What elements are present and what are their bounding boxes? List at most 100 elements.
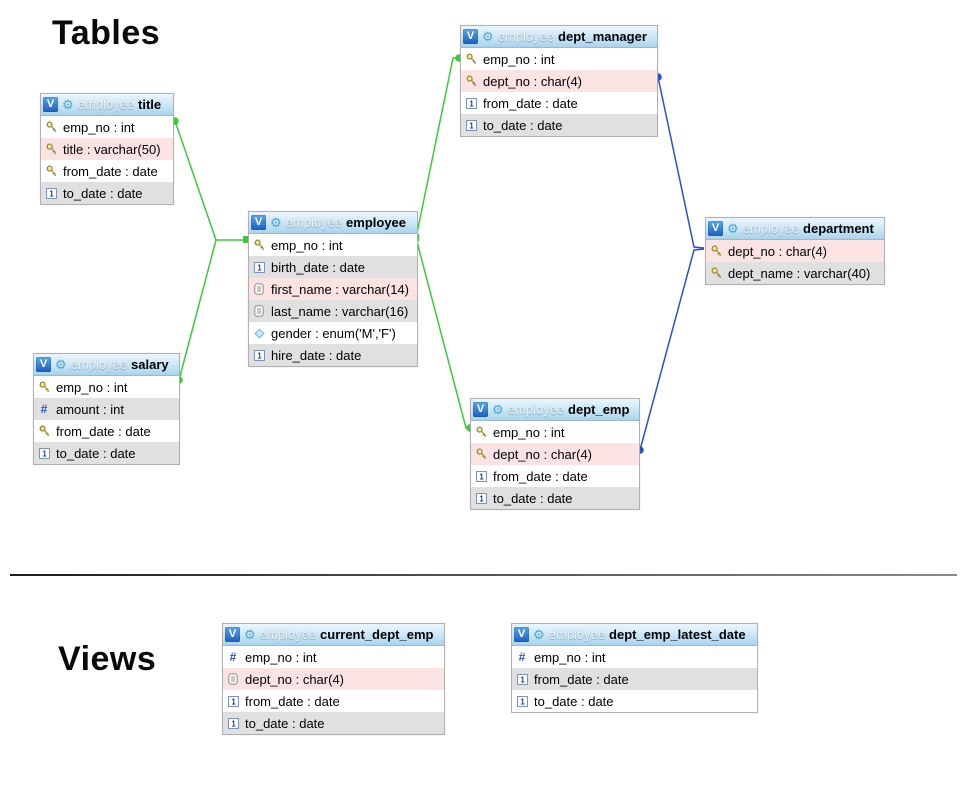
table-name: salary [131, 357, 169, 372]
table-name: current_dept_emp [320, 627, 434, 642]
column-text: emp_no : int [493, 424, 565, 440]
table-name: dept_manager [558, 29, 647, 44]
svg-text:1: 1 [520, 675, 525, 684]
calendar-icon: 1 [38, 447, 50, 459]
calendar-icon: 1 [227, 695, 239, 707]
column-row[interactable]: last_name : varchar(16) [249, 300, 417, 322]
table-name: title [138, 97, 162, 112]
column-row[interactable]: dept_no : char(4) [461, 70, 657, 92]
svg-text:1: 1 [231, 697, 236, 706]
column-row[interactable]: emp_no : int [461, 48, 657, 70]
column-row[interactable]: from_date : date [34, 420, 179, 442]
column-text: emp_no : int [271, 237, 343, 253]
column-row[interactable]: emp_no : int [41, 116, 173, 138]
view-badge-icon: V [463, 29, 478, 44]
column-row[interactable]: #amount : int [34, 398, 179, 420]
calendar-icon: 1 [253, 261, 265, 273]
text-icon [227, 673, 239, 685]
column-text: amount : int [56, 401, 124, 417]
column-row[interactable]: from_date : date [41, 160, 173, 182]
column-text: emp_no : int [56, 379, 128, 395]
calendar-icon: 1 [475, 492, 487, 504]
column-text: from_date : date [534, 671, 629, 687]
schema-name: employee [259, 627, 317, 642]
relationship-line [639, 248, 705, 451]
calendar-icon: 1 [475, 470, 487, 482]
column-row[interactable]: title : varchar(50) [41, 138, 173, 160]
column-row[interactable]: emp_no : int [249, 234, 417, 256]
column-text: emp_no : int [245, 649, 317, 665]
calendar-icon: 1 [465, 119, 477, 131]
svg-text:1: 1 [479, 494, 484, 503]
column-row[interactable]: #emp_no : int [512, 646, 757, 668]
relationship-line [415, 237, 470, 429]
schema-name: employee [742, 221, 800, 236]
column-text: dept_no : char(4) [483, 73, 583, 89]
svg-text:1: 1 [257, 263, 262, 272]
calendar-icon: 1 [45, 187, 57, 199]
column-row[interactable]: emp_no : int [471, 421, 639, 443]
relationship-line [174, 120, 246, 241]
column-row[interactable]: gender : enum('M','F') [249, 322, 417, 344]
schema-name: employee [507, 402, 565, 417]
column-text: title : varchar(50) [63, 141, 161, 157]
column-row[interactable]: emp_no : int [34, 376, 179, 398]
column-text: birth_date : date [271, 259, 365, 275]
view-badge-icon: V [473, 402, 488, 417]
column-row[interactable]: #emp_no : int [223, 646, 444, 668]
table-name: employee [346, 215, 407, 230]
column-row[interactable]: dept_no : char(4) [471, 443, 639, 465]
column-text: first_name : varchar(14) [271, 281, 409, 297]
table-name: dept_emp_latest_date [609, 627, 746, 642]
column-row[interactable]: dept_no : char(4) [223, 668, 444, 690]
key-icon [465, 75, 477, 87]
column-text: emp_no : int [63, 119, 135, 135]
gear-icon: ⚙ [62, 97, 74, 112]
key-icon [45, 143, 57, 155]
calendar-icon: 1 [253, 349, 265, 361]
column-row[interactable]: dept_name : varchar(40) [706, 262, 884, 284]
column-text: emp_no : int [483, 51, 555, 67]
connector-square [243, 236, 250, 243]
column-row[interactable]: first_name : varchar(14) [249, 278, 417, 300]
column-text: to_date : date [245, 715, 325, 731]
view-badge-icon: V [36, 357, 51, 372]
column-row[interactable]: 1 from_date : date [512, 668, 757, 690]
column-text: from_date : date [483, 95, 578, 111]
key-icon [45, 165, 57, 177]
numeric-icon: # [518, 650, 526, 664]
column-row[interactable]: 1 birth_date : date [249, 256, 417, 278]
column-text: from_date : date [56, 423, 151, 439]
section-divider [10, 574, 957, 576]
relationship-line [415, 57, 458, 239]
column-row[interactable]: 1 from_date : date [471, 465, 639, 487]
column-row[interactable]: dept_no : char(4) [706, 240, 884, 262]
view-badge-icon: V [43, 97, 58, 112]
column-text: from_date : date [493, 468, 588, 484]
